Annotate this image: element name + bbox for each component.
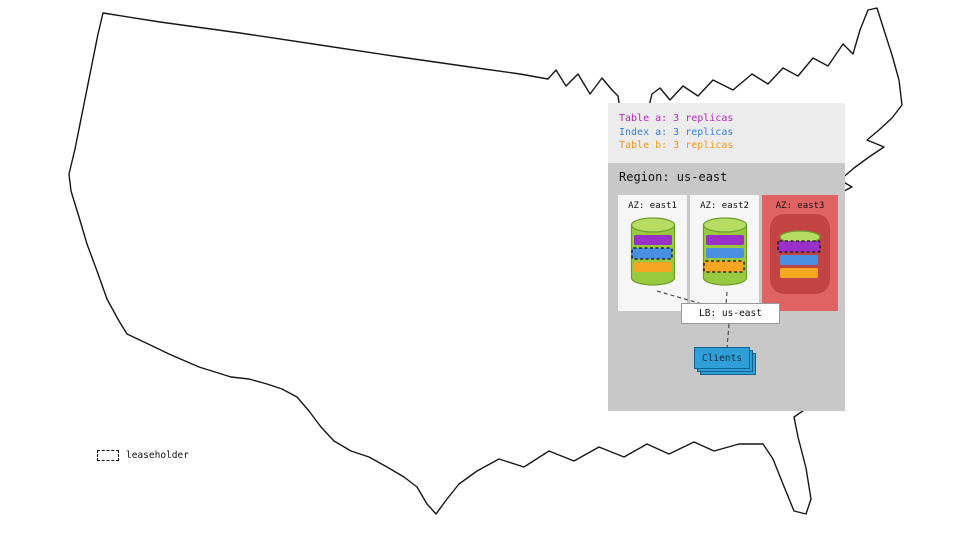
replica-bar-table-a (633, 235, 672, 245)
legend-index-a: Index a: 3 replicas (619, 126, 734, 138)
clients-label: Clients (701, 352, 743, 364)
cylinder-top (702, 217, 747, 233)
leaseholder-dashed-swatch-icon (97, 450, 119, 461)
leaseholder-legend: leaseholder (97, 450, 189, 461)
database-cylinder-east1 (630, 217, 675, 286)
replica-bar-index-a (780, 255, 818, 265)
az-east2-label: AZ: east2 (700, 201, 749, 211)
load-balancer-label: LB: us-east (699, 308, 762, 319)
cylinder-top (630, 217, 675, 233)
az-east1: AZ: east1 (618, 195, 687, 311)
database-cylinder-east2 (702, 217, 747, 286)
leaseholder-legend-label: leaseholder (126, 450, 189, 461)
clients-stack: Clients (694, 347, 764, 381)
replica-bar-index-a (705, 248, 744, 258)
az-east2: AZ: east2 (690, 195, 759, 311)
az-east3: AZ: east3 (762, 195, 838, 311)
replica-bar-table-b-leaseholder (702, 260, 745, 273)
replica-summary-panel: Table a: 3 replicas Index a: 3 replicas … (608, 103, 845, 163)
az-east1-label: AZ: east1 (628, 201, 677, 211)
legend-table-b: Table b: 3 replicas (619, 140, 734, 151)
clients-card-front: Clients (694, 347, 750, 369)
database-cylinder-east3-down (770, 214, 830, 294)
replica-bar-table-b (780, 268, 818, 278)
load-balancer-box: LB: us-east (681, 303, 780, 324)
az-east3-label: AZ: east3 (775, 201, 825, 211)
replica-bar-table-a-leaseholder (777, 240, 821, 253)
az-down-highlight (770, 214, 830, 294)
legend-table-a: Table a: 3 replicas (619, 113, 734, 124)
replica-bar-table-a (705, 235, 744, 245)
region-title: Region: us-east (619, 170, 728, 184)
replica-bar-table-b (633, 262, 672, 272)
replica-bar-index-a-leaseholder (630, 247, 673, 260)
